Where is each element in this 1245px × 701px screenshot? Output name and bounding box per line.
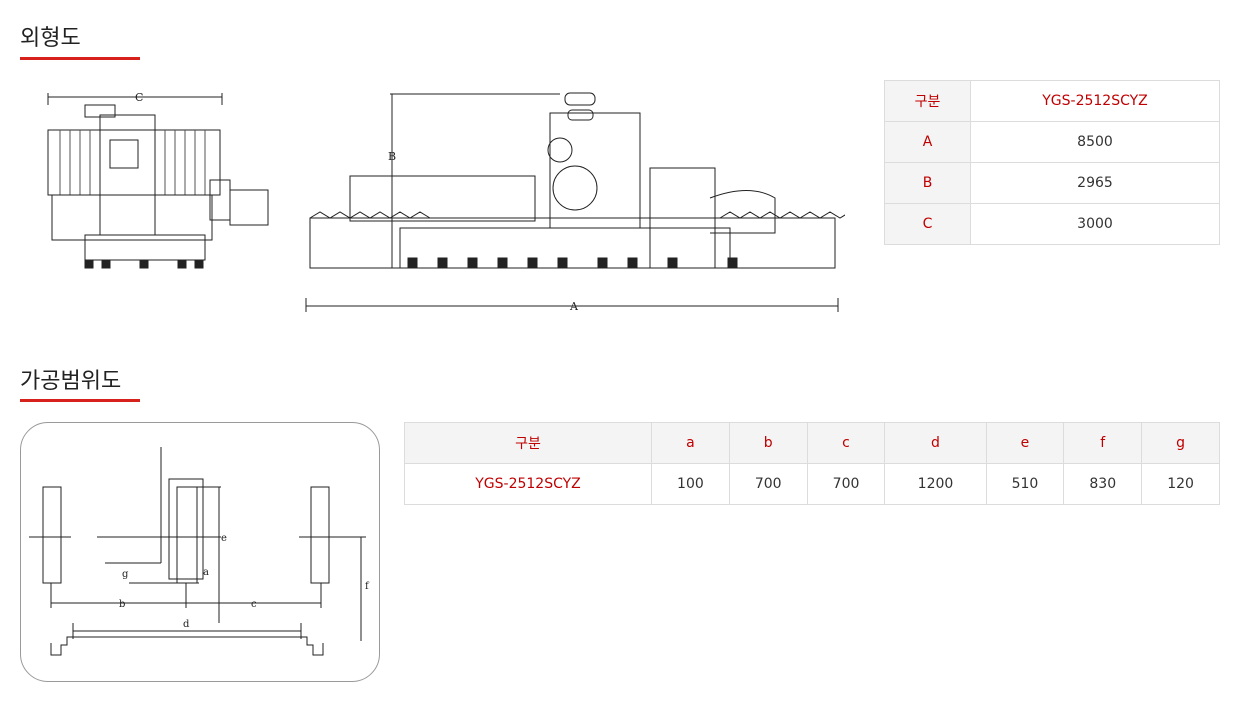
table-row: C 3000 — [884, 203, 1220, 245]
row-label-a: A — [884, 121, 971, 163]
side-view-drawing: B A — [305, 92, 845, 313]
dim-c-marker: c — [251, 599, 257, 610]
range-col-g: g — [1141, 422, 1220, 464]
range-value-g: 120 — [1141, 463, 1220, 505]
dim-b-label: B — [388, 150, 396, 163]
outline-title-underline — [20, 57, 140, 60]
outline-section-title: 외형도 — [20, 26, 81, 51]
table-row: YGS-2512SCYZ 100 700 700 1200 510 830 12… — [404, 463, 1220, 505]
range-value-a: 100 — [651, 463, 730, 505]
front-view-drawing: C — [47, 91, 269, 269]
dim-c-label: C — [135, 91, 143, 104]
range-col-a: a — [651, 422, 730, 464]
range-value-b: 700 — [728, 463, 808, 505]
row-label-b: B — [884, 162, 971, 204]
dim-a-marker: a — [203, 567, 209, 578]
dimension-header-label: 구분 — [884, 80, 971, 122]
dim-e-marker: e — [221, 533, 227, 544]
range-value-e: 510 — [985, 463, 1065, 505]
row-label-c: C — [884, 203, 971, 245]
row-value-a: 8500 — [970, 121, 1220, 163]
table-row: B 2965 — [884, 162, 1220, 204]
dim-g-marker: g — [122, 569, 129, 580]
dim-d-marker: d — [183, 619, 190, 630]
range-col-b: b — [728, 422, 808, 464]
dimension-table-header: 구분 YGS-2512SCYZ — [884, 80, 1220, 122]
range-value-f: 830 — [1063, 463, 1143, 505]
dim-b-marker: b — [119, 599, 125, 610]
range-row-model: YGS-2512SCYZ — [404, 463, 652, 505]
dimension-header-model: YGS-2512SCYZ — [970, 80, 1220, 122]
range-table: 구분 a b c d e f g YGS-2512SCYZ 100 700 70… — [404, 422, 1220, 505]
range-value-d: 1200 — [884, 463, 987, 505]
range-col-c: c — [806, 422, 886, 464]
range-header-label: 구분 — [404, 422, 652, 464]
range-section-title: 가공범위도 — [20, 369, 122, 394]
range-title-underline — [20, 399, 140, 402]
row-value-c: 3000 — [970, 203, 1220, 245]
row-value-b: 2965 — [970, 162, 1220, 204]
machining-range-drawing: b c d a g e f — [20, 422, 380, 682]
range-diagram-svg: b c d a g e f — [29, 447, 370, 656]
range-col-e: e — [985, 422, 1065, 464]
range-value-c: 700 — [806, 463, 886, 505]
dim-f-marker: f — [365, 581, 370, 592]
range-table-header: 구분 a b c d e f g — [404, 422, 1220, 464]
dim-a-label: A — [569, 300, 579, 313]
range-col-d: d — [884, 422, 987, 464]
dimension-table: 구분 YGS-2512SCYZ A 8500 B 2965 C 3000 — [884, 80, 1220, 245]
range-col-f: f — [1063, 422, 1143, 464]
table-row: A 8500 — [884, 121, 1220, 163]
